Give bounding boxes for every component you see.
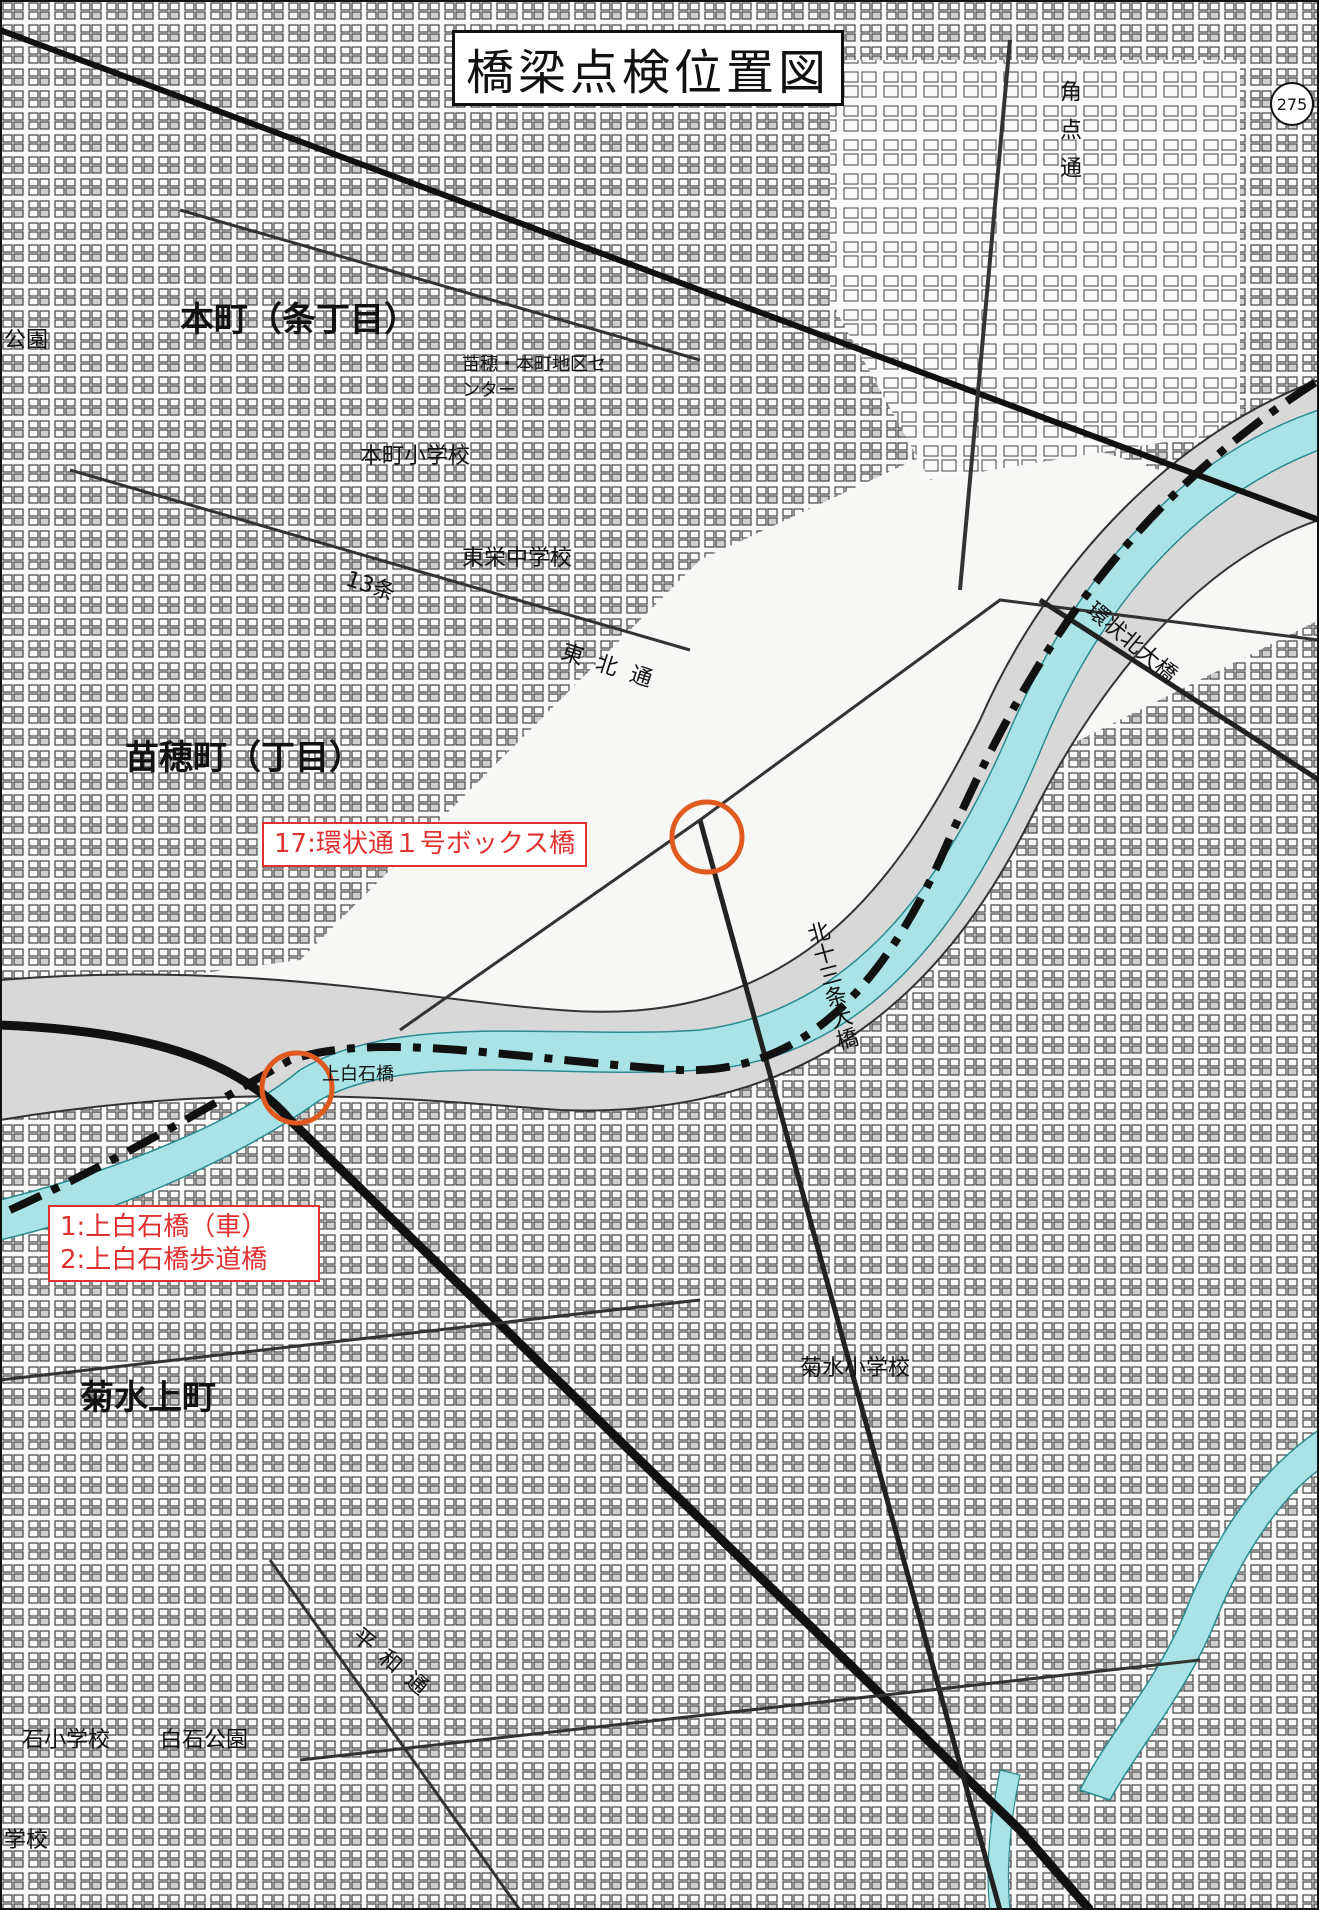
kita13-road	[697, 819, 1003, 1910]
toyohira-river	[0, 409, 1319, 1241]
callout-bridge-1-2: 1:上白石橋（車） 2:上白石橋歩道橋	[48, 1205, 320, 1282]
east-creek	[1078, 1429, 1319, 1801]
route-shield-icon: 275	[1270, 82, 1314, 126]
kado-road	[958, 39, 1012, 591]
label-kikusui-kamimachi: 菊水上町	[80, 1378, 216, 1418]
marker-bridge-1-2[interactable]	[259, 1050, 335, 1126]
callout-bridge-17: 17:環状通１号ボックス橋	[262, 822, 588, 867]
callout-bridge-2-line: 2:上白石橋歩道橋	[60, 1244, 268, 1275]
callout-bridge-1-line: 1:上白石橋（車）	[60, 1212, 268, 1242]
label-naebo-center: 苗穂・本町地区センター	[462, 354, 606, 401]
label-shiroishi-school: 石小学校	[22, 1728, 111, 1753]
label-school-left: 学校	[4, 1828, 49, 1853]
label-road-kado: 角点通	[1056, 80, 1081, 194]
cross-road-1	[179, 208, 701, 362]
diagonal-road	[399, 598, 1319, 1032]
map-title: 橋梁点検位置図	[452, 30, 844, 106]
cross-road-2	[69, 468, 691, 652]
label-kikusui-school: 菊水小学校	[800, 1356, 911, 1381]
kanjo-road-east	[1038, 597, 1319, 783]
south-blocks	[0, 620, 1319, 1910]
main-road-north	[0, 27, 1319, 523]
label-touei-school: 東栄中学校	[462, 546, 573, 571]
label-honcho-school: 本町小学校	[360, 444, 471, 469]
heiwa-road	[268, 1559, 522, 1910]
label-park-left: 公園	[4, 328, 49, 353]
label-shiroishi-park: 白石公園	[160, 1728, 249, 1753]
label-naebocho: 苗穂町（丁目）	[125, 738, 363, 778]
cross-road-3	[299, 1658, 1201, 1762]
marker-bridge-17[interactable]	[669, 799, 745, 875]
label-bridge-shiroishi-small: 上白石橋	[322, 1064, 394, 1085]
river-bank	[0, 378, 1319, 1122]
label-honcho: 本町（条丁目）	[180, 300, 418, 340]
railway-line	[0, 1020, 1094, 1910]
kikusui-road	[0, 1298, 701, 1382]
